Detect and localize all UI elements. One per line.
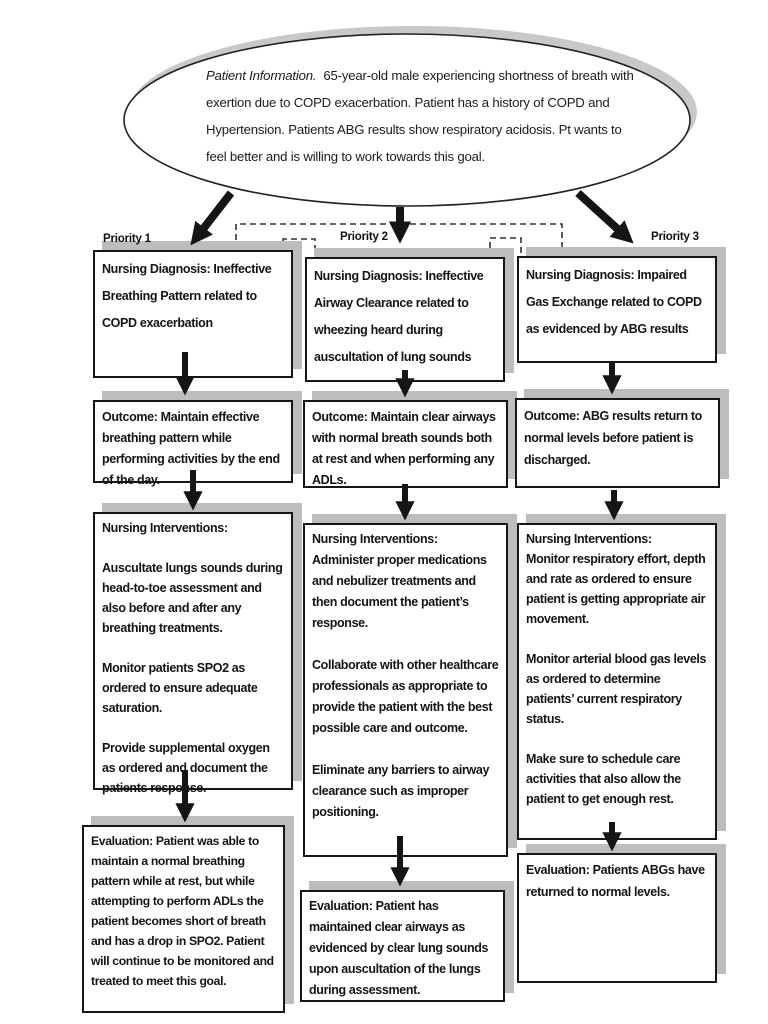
arrow-ellipse-to-priority-1 [190, 190, 235, 246]
interventions-title: Nursing Interventions: [312, 532, 438, 546]
priority-1-label: Priority 1 [103, 233, 151, 245]
intervention-item: Monitor arterial blood gas levels as ord… [526, 652, 707, 726]
intervention-item: Auscultate lungs sounds during head-to-t… [102, 561, 283, 635]
priority-3-interventions-box: Nursing Interventions: Monitor respirato… [517, 523, 717, 840]
patient-info-text: Patient Information.65-year-old male exp… [206, 62, 634, 170]
intervention-item: Eliminate any barriers to airway clearan… [312, 763, 490, 819]
intervention-item: Monitor patients SPO2 as ordered to ensu… [102, 661, 258, 715]
priority-1-evaluation-box: Evaluation: Patient was able to maintain… [82, 825, 285, 1013]
priority-3-evaluation-box: Evaluation: Patients ABGs have returned … [517, 853, 717, 983]
priority-1-outcome-box: Outcome: Maintain effective breathing pa… [93, 400, 293, 487]
intervention-item: Provide supplemental oxygen as ordered a… [102, 741, 270, 795]
intervention-item: Monitor respiratory effort, depth and ra… [526, 552, 706, 626]
priority-1-interventions-box: Nursing Interventions: Auscultate lungs … [93, 512, 293, 795]
priority-2-outcome-box: Outcome: Maintain clear airways with nor… [303, 400, 508, 488]
arrow-ellipse-to-priority-3 [575, 190, 634, 244]
priority-3-diagnosis-box: Nursing Diagnosis: Impaired Gas Exchange… [517, 256, 717, 363]
priority-2-diagnosis-box: Nursing Diagnosis: Ineffective Airway Cl… [305, 257, 505, 382]
priority-2-label: Priority 2 [340, 231, 388, 243]
interventions-title: Nursing Interventions: [526, 532, 652, 546]
priority-3-outcome-box: Outcome: ABG results return to normal le… [515, 398, 720, 488]
priority-3-label: Priority 3 [651, 231, 699, 243]
priority-2-evaluation-box: Evaluation: Patient has maintained clear… [300, 890, 505, 1002]
patient-info-heading: Patient Information. [206, 68, 317, 83]
priority-2-interventions-box: Nursing Interventions: Administer proper… [303, 523, 508, 857]
intervention-item: Collaborate with other healthcare profes… [312, 658, 499, 735]
intervention-item: Administer proper medications and nebuli… [312, 553, 487, 630]
priority-1-diagnosis-box: Nursing Diagnosis: Ineffective Breathing… [93, 250, 293, 378]
intervention-item: Make sure to schedule care activities th… [526, 752, 681, 806]
interventions-title: Nursing Interventions: [102, 521, 228, 535]
